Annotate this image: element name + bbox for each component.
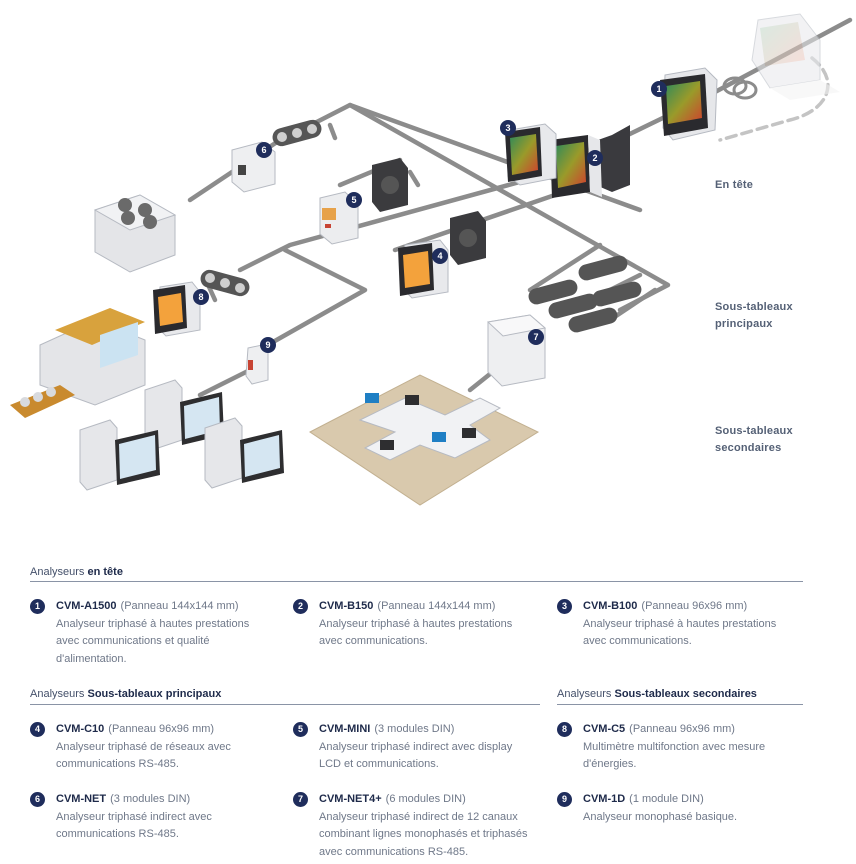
model-description: Analyseur monophasé basique. bbox=[583, 810, 738, 823]
legend-badge: 7 bbox=[293, 792, 308, 807]
installation-diagram: 1 2 3 4 5 6 7 8 9 bbox=[10, 13, 853, 506]
model-name: CVM-NET bbox=[56, 793, 107, 805]
section-rule-principaux bbox=[30, 704, 540, 705]
model-description: Analyseur triphasé de réseaux avec commu… bbox=[56, 740, 231, 771]
svg-text:4: 4 bbox=[437, 251, 442, 261]
badge-4: 4 bbox=[432, 248, 448, 264]
badge-2: 2 bbox=[587, 150, 603, 166]
legend-badge: 4 bbox=[30, 722, 45, 737]
model-spec: (3 modules DIN) bbox=[110, 793, 191, 805]
legend-item-1: 1 CVM-A1500(Panneau 144x144 mm) Analyseu… bbox=[30, 598, 270, 668]
legend-badge: 1 bbox=[30, 599, 45, 614]
model-name: CVM-A1500 bbox=[56, 600, 117, 612]
sensor-cluster-c5 bbox=[200, 269, 250, 297]
svg-text:3: 3 bbox=[505, 123, 510, 133]
section-head-secondaires: Analyseurs Sous-tableaux secondaires bbox=[557, 688, 757, 700]
device-cvm-b100 bbox=[505, 123, 557, 186]
section-rule-secondaires bbox=[557, 704, 803, 705]
section-rule-en-tete bbox=[30, 581, 803, 582]
legend-item-8: 8 CVM-C5(Panneau 96x96 mm) Multimètre mu… bbox=[557, 721, 797, 774]
badge-8: 8 bbox=[193, 289, 209, 305]
legend-badge: 5 bbox=[293, 722, 308, 737]
legend-item-5: 5 CVM-MINI(3 modules DIN) Analyseur trip… bbox=[293, 721, 533, 774]
model-description: Analyseur triphasé à hautes prestations … bbox=[319, 617, 513, 648]
svg-text:9: 9 bbox=[265, 340, 270, 350]
legend-badge: 6 bbox=[30, 792, 45, 807]
model-name: CVM-1D bbox=[583, 793, 626, 805]
level-label-main: Sous-tableaux principaux bbox=[715, 301, 793, 330]
diagram-badges: 1 2 3 4 5 6 7 8 9 bbox=[193, 81, 667, 353]
current-ring-sensor bbox=[722, 76, 758, 100]
sensor-clusters-net4plus bbox=[528, 255, 642, 333]
model-spec: (Panneau 144x144 mm) bbox=[377, 600, 496, 612]
model-spec: (1 module DIN) bbox=[629, 793, 704, 805]
legend-badge: 8 bbox=[557, 722, 572, 737]
model-name: CVM-MINI bbox=[319, 723, 371, 735]
legend-item-7: 7 CVM-NET4+(6 modules DIN) Analyseur tri… bbox=[293, 791, 533, 861]
device-cvm-net4plus bbox=[486, 314, 547, 387]
model-description: Analyseur triphasé indirect avec display… bbox=[319, 740, 513, 771]
svg-text:2: 2 bbox=[592, 153, 597, 163]
level-label-head: En tête bbox=[715, 179, 754, 191]
legend-badge: 2 bbox=[293, 599, 308, 614]
device-cvm-a1500 bbox=[660, 67, 718, 141]
device-cvm-c5 bbox=[153, 281, 201, 337]
model-description: Multimètre multifonction avec mesure d'é… bbox=[583, 740, 766, 771]
model-name: CVM-B100 bbox=[583, 600, 638, 612]
section-head-principaux: Analyseurs Sous-tableaux principaux bbox=[30, 688, 222, 700]
model-spec: (6 modules DIN) bbox=[385, 793, 466, 805]
legend-item-3: 3 CVM-B100(Panneau 96x96 mm) Analyseur t… bbox=[557, 598, 797, 651]
model-spec: (3 modules DIN) bbox=[374, 723, 455, 735]
model-name: CVM-B150 bbox=[319, 600, 374, 612]
office-floor bbox=[309, 374, 540, 506]
level-label-secondary: Sous-tableaux secondaires bbox=[715, 425, 793, 454]
model-spec: (Panneau 96x96 mm) bbox=[641, 600, 748, 612]
model-description: Analyseur triphasé indirect avec communi… bbox=[56, 810, 212, 841]
legend-badge: 3 bbox=[557, 599, 572, 614]
legend-item-9: 9 CVM-1D(1 module DIN) Analyseur monopha… bbox=[557, 791, 797, 826]
svg-text:5: 5 bbox=[351, 195, 356, 205]
legend-item-2: 2 CVM-B150(Panneau 144x144 mm) Analyseur… bbox=[293, 598, 533, 651]
svg-text:6: 6 bbox=[261, 145, 266, 155]
legend-item-6: 6 CVM-NET(3 modules DIN) Analyseur triph… bbox=[30, 791, 270, 844]
hvac-unit bbox=[93, 194, 177, 273]
device-cvm-b150 bbox=[550, 125, 630, 198]
badge-5: 5 bbox=[346, 192, 362, 208]
current-transformer-block bbox=[372, 158, 486, 265]
badge-6: 6 bbox=[256, 142, 272, 158]
model-description: Analyseur triphasé à hautes prestations … bbox=[583, 617, 777, 648]
model-name: CVM-C5 bbox=[583, 723, 626, 735]
model-name: CVM-NET4+ bbox=[319, 793, 382, 805]
model-spec: (Panneau 96x96 mm) bbox=[108, 723, 215, 735]
badge-9: 9 bbox=[260, 337, 276, 353]
svg-text:8: 8 bbox=[198, 292, 203, 302]
industrial-machine bbox=[10, 308, 146, 418]
model-description: Analyseur triphasé à hautes prestations … bbox=[56, 617, 250, 665]
model-name: CVM-C10 bbox=[56, 723, 105, 735]
legend-item-4: 4 CVM-C10(Panneau 96x96 mm) Analyseur tr… bbox=[30, 721, 270, 774]
svg-text:7: 7 bbox=[533, 332, 538, 342]
badge-3: 3 bbox=[500, 120, 516, 136]
computer-workstations bbox=[79, 379, 284, 491]
model-description: Analyseur triphasé indirect de 12 canaux… bbox=[319, 810, 528, 858]
dashed-return-line bbox=[718, 56, 830, 142]
section-head-en-tete: Analyseurs en tête bbox=[30, 566, 123, 578]
model-spec: (Panneau 96x96 mm) bbox=[629, 723, 735, 735]
model-spec: (Panneau 144x144 mm) bbox=[120, 600, 239, 612]
grid-transformer bbox=[751, 13, 840, 100]
svg-text:1: 1 bbox=[656, 84, 661, 94]
badge-7: 7 bbox=[528, 329, 544, 345]
badge-1: 1 bbox=[651, 81, 667, 97]
legend-badge: 9 bbox=[557, 792, 572, 807]
sensor-cluster-net bbox=[272, 119, 322, 147]
